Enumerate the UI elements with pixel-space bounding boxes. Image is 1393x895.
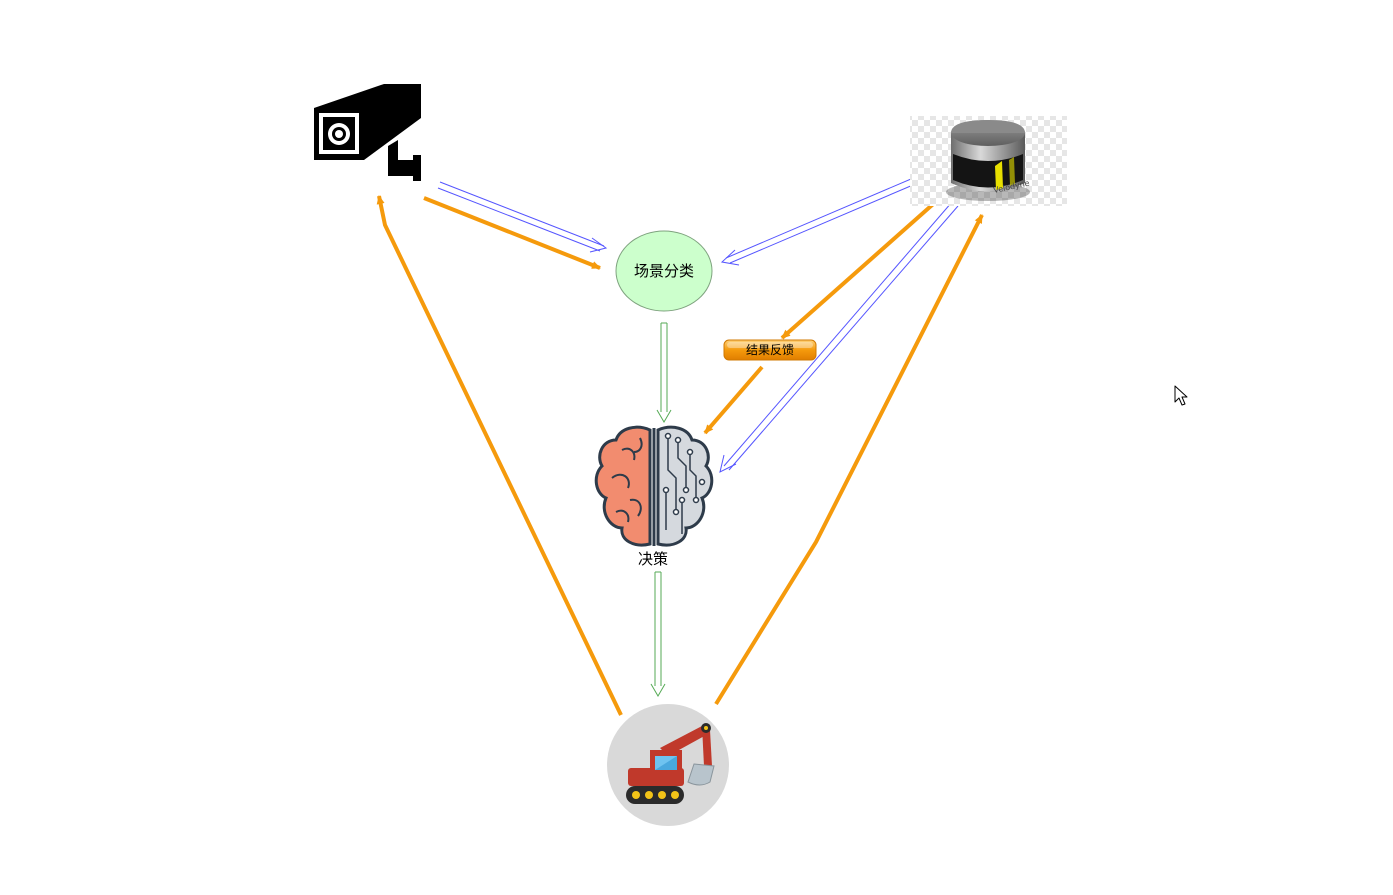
security-camera-icon [314, 84, 421, 181]
arrow-decision-to-excavator [650, 571, 666, 697]
orange-arrows [376, 195, 984, 716]
arrow-lidar-to-decision-data [719, 201, 959, 473]
arrow-lidar-to-feedback [780, 196, 942, 340]
feedback-label: 结果反馈 [746, 343, 794, 357]
green-arrows [650, 322, 672, 697]
scene-classification-node[interactable]: 场景分类 [615, 230, 713, 312]
blue-arrows [437, 175, 959, 473]
arrow-camera-to-scene-data [437, 181, 608, 253]
arrow-lidar-to-scene-data [720, 175, 921, 266]
arrow-scene-to-decision [656, 322, 672, 423]
feedback-button[interactable]: 结果反馈 [723, 339, 817, 361]
brain-icon [594, 425, 714, 547]
mouse-pointer-icon [1174, 385, 1188, 406]
scene-classification-label: 场景分类 [634, 262, 694, 280]
arrow-excavator-to-lidar [714, 214, 984, 706]
arrow-camera-to-scene [423, 196, 601, 270]
excavator-icon [607, 704, 729, 826]
lidar-sensor-icon: Velodyne [910, 116, 1067, 206]
decision-label: 决策 [638, 550, 668, 568]
arrow-feedback-to-decision [703, 365, 764, 435]
arrow-excavator-to-camera [376, 195, 623, 716]
